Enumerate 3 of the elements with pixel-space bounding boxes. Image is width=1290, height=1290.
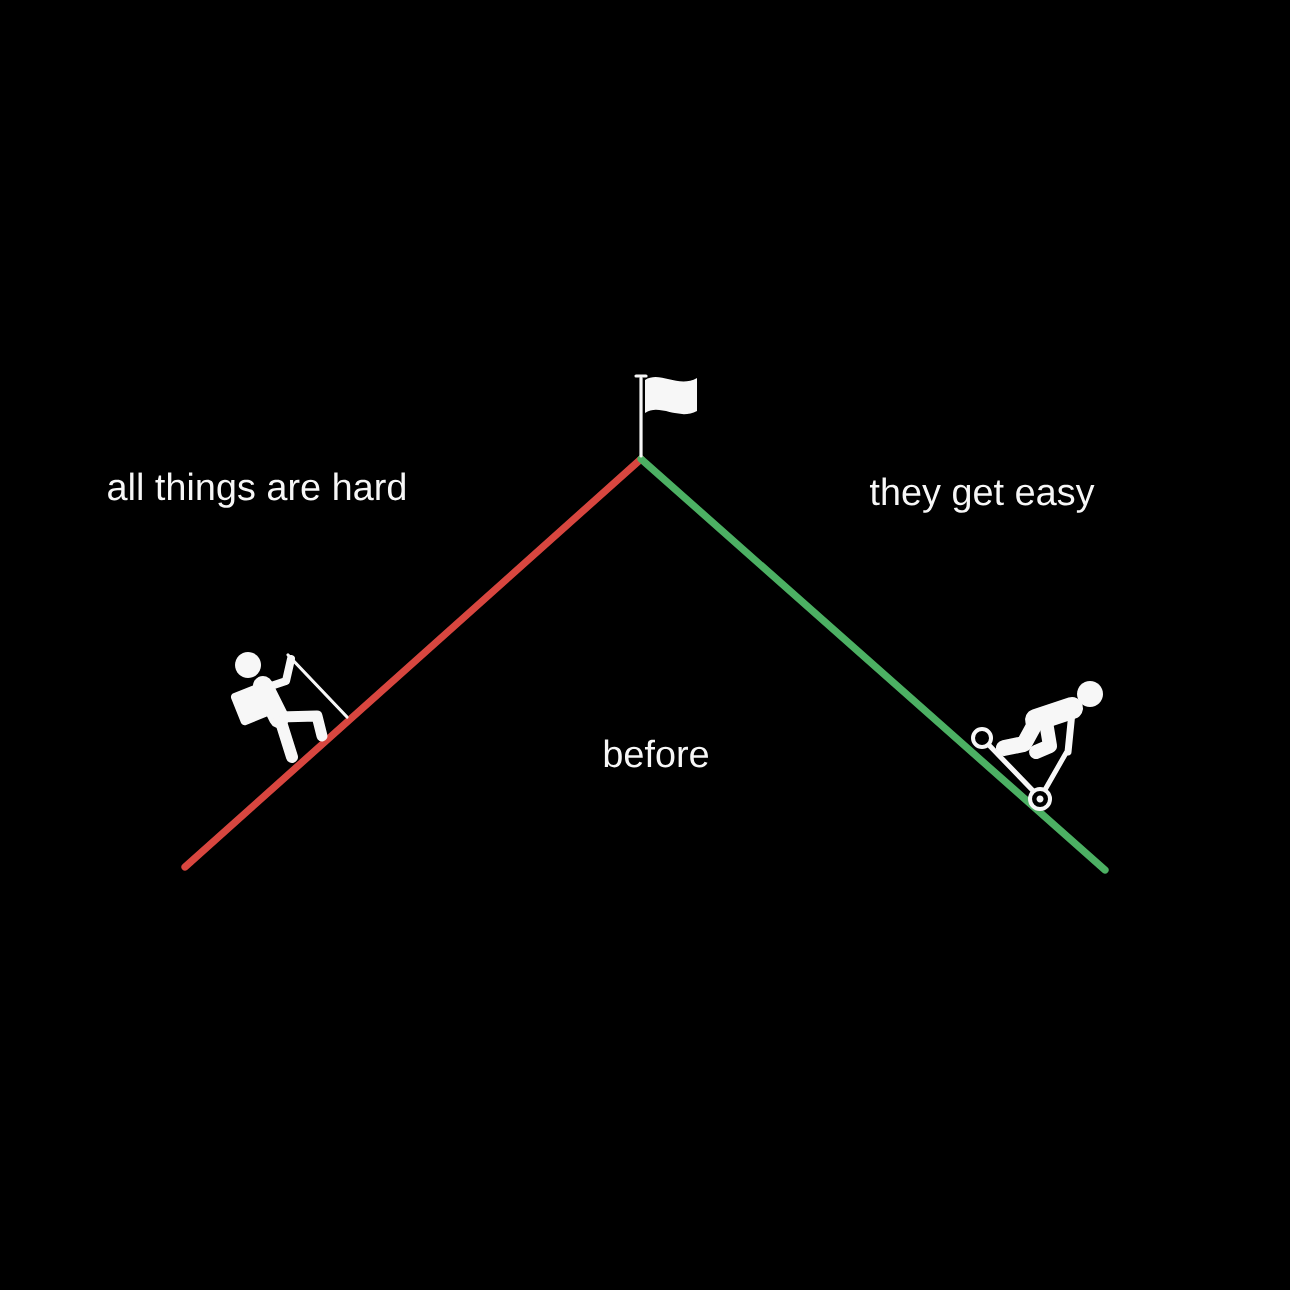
phrase-label: they get easy xyxy=(870,477,1095,513)
phrase-label: all things are hard xyxy=(108,472,405,508)
phrase-label: before xyxy=(604,739,708,768)
